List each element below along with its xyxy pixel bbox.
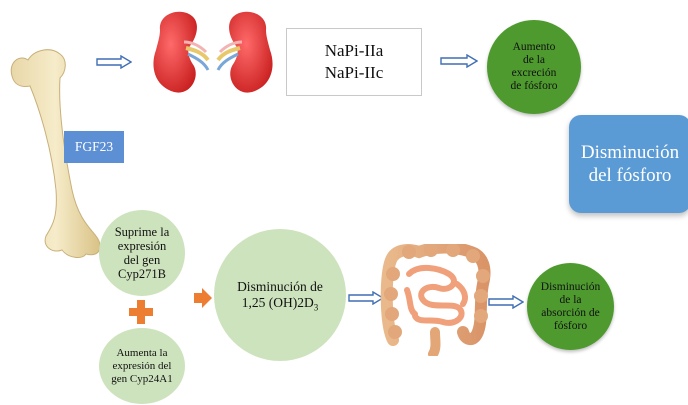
napi-iia-label: NaPi-IIa <box>325 40 384 62</box>
vitd-formula: 1,25 (OH)2D <box>242 295 314 310</box>
suppress-line-1: Suprime la <box>115 225 170 239</box>
absorption-line-3: absorción de <box>541 307 600 320</box>
suppress-line-3: del gen <box>115 253 170 267</box>
hollow-arrow-icon <box>488 295 524 309</box>
absorption-line-4: fósforo <box>541 320 600 333</box>
intestine-icon <box>379 244 491 356</box>
increase-line-3: gen Cyp24A1 <box>111 373 172 386</box>
excretion-line-1: Aumento <box>511 41 558 54</box>
excretion-line-3: excreción <box>511 67 558 80</box>
plus-icon <box>129 300 153 324</box>
increase-line-1: Aumenta la <box>111 347 172 360</box>
fgf23-label-box: FGF23 <box>64 131 124 163</box>
kidneys-icon <box>150 6 276 98</box>
napi-transporters-box: NaPi-IIa NaPi-IIc <box>286 28 422 96</box>
hollow-arrow-icon <box>440 54 478 68</box>
suppress-cyp271b-circle: Suprime la expresión del gen Cyp271B <box>99 210 185 296</box>
decreased-absorption-circle: Disminución de la absorción de fósforo <box>527 263 614 350</box>
vitd-line-1: Disminución de <box>237 279 323 295</box>
result-line-2: del fósforo <box>581 164 679 187</box>
suppress-line-2: expresión <box>115 239 170 253</box>
excretion-line-4: de fósforo <box>511 80 558 93</box>
phosphorus-decrease-box: Disminución del fósforo <box>569 115 688 213</box>
increase-line-2: expresión del <box>111 360 172 373</box>
vitd-formula-subscript: 3 <box>314 303 319 313</box>
excretion-line-2: de la <box>511 54 558 67</box>
vitamin-d-decrease-circle: Disminución de 1,25 (OH)2D3 <box>214 229 346 361</box>
absorption-line-1: Disminución <box>541 281 600 294</box>
suppress-line-4: Cyp271B <box>115 267 170 281</box>
increased-excretion-circle: Aumento de la excreción de fósforo <box>487 20 581 114</box>
absorption-line-2: de la <box>541 294 600 307</box>
increase-cyp24a1-circle: Aumenta la expresión del gen Cyp24A1 <box>99 328 185 404</box>
fgf23-label: FGF23 <box>75 139 113 155</box>
orange-arrow-icon <box>194 288 212 308</box>
hollow-arrow-icon <box>96 55 132 69</box>
result-line-1: Disminución <box>581 141 679 164</box>
napi-iic-label: NaPi-IIc <box>325 62 384 84</box>
vitd-line-2: 1,25 (OH)2D3 <box>237 295 323 311</box>
